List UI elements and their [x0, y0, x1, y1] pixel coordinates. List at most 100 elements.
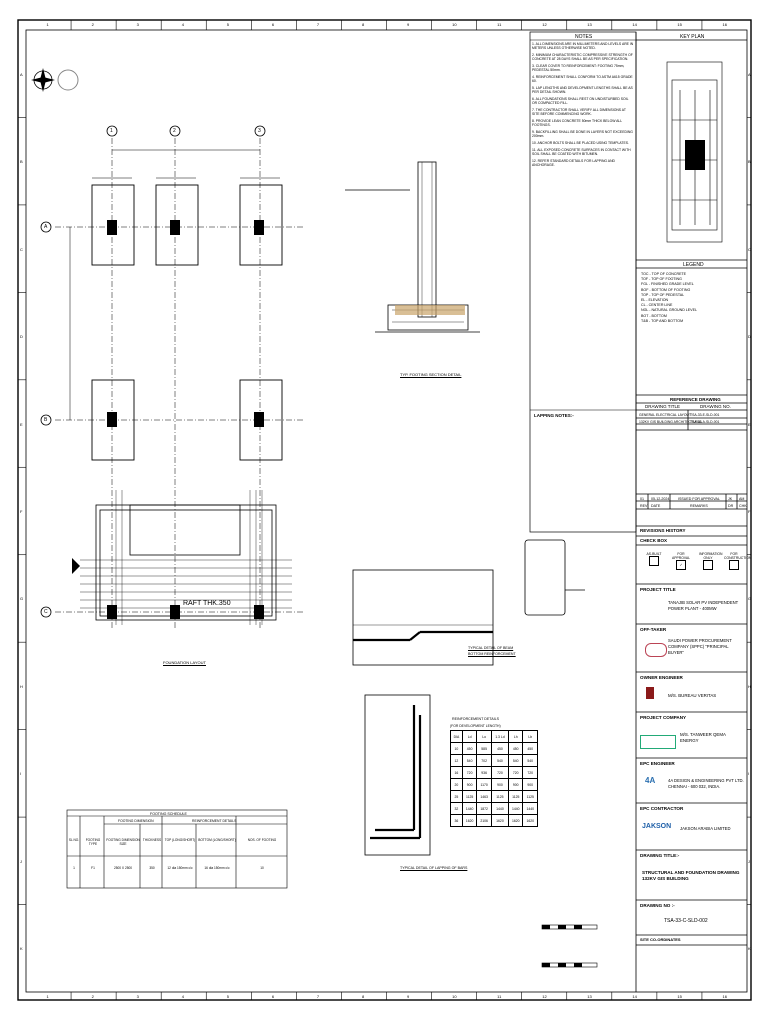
footing-cell: 10 — [260, 866, 264, 870]
lap-cell: 1620 — [522, 814, 538, 827]
key-plan-title: KEY PLAN — [680, 34, 705, 40]
border-number: 16 — [722, 22, 727, 27]
footing-cell: F1 — [91, 866, 95, 870]
drawing-no-value: TSA-33-C-SLD-002 — [664, 918, 708, 924]
lap-cell: 1125 — [490, 790, 509, 803]
grid-bubble-a: A — [44, 224, 48, 230]
rev-h-no: REV — [640, 504, 648, 508]
lap-cell: 20 — [450, 778, 463, 791]
4a-logo-icon: 4A — [645, 776, 656, 785]
footing-group1: FOOTING DIMENSION — [118, 819, 154, 823]
check-for-construction[interactable]: FOR CONSTRUCTION — [724, 552, 751, 571]
border-number: 15 — [677, 22, 682, 27]
border-letter: H — [20, 683, 23, 689]
lap-cell: 32 — [450, 802, 463, 815]
border-letter: B — [20, 159, 23, 165]
border-number: 5 — [226, 994, 230, 999]
lap-cell: 450 — [461, 742, 478, 755]
legend-item: TOC - TOP OF CONCRETE — [641, 272, 687, 276]
lap-cell: 25 — [450, 790, 463, 803]
grid-bubble-2: 2 — [173, 128, 176, 134]
reference-title: REFERENCE DRAWING — [670, 397, 721, 402]
rev-no: 01 — [640, 497, 644, 501]
border-letter: J — [20, 858, 22, 864]
lap-cell: 936 — [476, 766, 492, 779]
border-number: 9 — [407, 994, 410, 999]
lap-cell: 720 — [508, 766, 524, 779]
raft-label: RAFT THK.350 — [183, 600, 231, 607]
lap-cell: 720 — [461, 766, 478, 779]
border-letter: B — [748, 159, 751, 165]
lap-header: 1.3 Ld — [490, 730, 509, 743]
lap-cell: 702 — [476, 754, 492, 767]
border-number: 8 — [361, 994, 365, 999]
owner-engineer-label: OWNER ENGINEER — [640, 675, 683, 680]
note-item: 5. LAP LENGTHS AND DEVELOPMENT LENGTHS S… — [532, 86, 633, 95]
lap-cell: 900 — [490, 778, 509, 791]
border-letter: J — [748, 858, 750, 864]
note-item: 9. BACKFILLING SHALL BE DONE IN LAYERS N… — [532, 130, 633, 139]
lapping-notes-title: LAPPING NOTES:- — [534, 413, 574, 418]
rev-h-remarks: REMARKS — [690, 504, 708, 508]
border-number: 4 — [181, 22, 184, 27]
border-number: 12 — [542, 22, 547, 27]
border-letter: I — [748, 771, 750, 777]
footing-header: BOTTOM (LONG/SHORT) — [198, 838, 236, 842]
lap-cell: 720 — [490, 766, 509, 779]
check-for-approval[interactable]: FOR APPROVAL✓ — [672, 552, 690, 570]
lap-cell: 1125 — [461, 790, 478, 803]
border-letter: C — [20, 246, 23, 252]
border-number: 13 — [587, 22, 592, 27]
footing-header: FOOTING DIMENSION SIZE — [106, 838, 140, 846]
border-number: 16 — [722, 994, 727, 999]
footing-cell: 350 — [149, 866, 155, 870]
lap-table-subtitle: (FOR DEVELOPMENT LENGTH) — [450, 724, 501, 728]
reference-row1-title: GENERAL ELECTRICAL LAYOUT — [639, 413, 692, 417]
drawing-no-label: DRAWING NO :- — [640, 903, 675, 908]
lap-cell: 10 — [450, 742, 463, 755]
border-number: 1 — [46, 994, 49, 999]
reference-row1-no: TSA-33-E-SLD-001 — [690, 413, 720, 417]
lap-cell: 900 — [522, 778, 538, 791]
border-number: 10 — [452, 22, 457, 27]
legend-item: NGL - NATURAL GROUND LEVEL — [641, 308, 697, 313]
note-item: 11. ALL EXPOSED CONCRETE SURFACES IN CON… — [532, 147, 631, 156]
reference-row2-no: TSA-33-A-SLD-001 — [690, 420, 720, 424]
legend-title: LEGEND — [683, 262, 704, 268]
north-arrow-icon — [31, 68, 79, 92]
rev-date: 05-12-2024 — [651, 497, 670, 501]
site-coordinates-label: SITE CO-ORDINATES — [640, 937, 681, 942]
border-number: 6 — [271, 994, 275, 999]
check-information[interactable]: INFORMATION ONLY — [699, 552, 722, 571]
check-as-built[interactable]: AS-BUILT — [645, 552, 663, 567]
footing-cell: 12 dia 150mm c/c — [167, 866, 193, 870]
border-number: 15 — [677, 994, 682, 999]
lap-cell: 540 — [461, 754, 478, 767]
border-number: 1 — [46, 22, 49, 27]
lap-cell: 2106 — [476, 814, 492, 827]
rev-h-chk: CHK — [739, 504, 747, 508]
lap-header: DIA — [450, 730, 463, 743]
note-item: 10. ANCHOR BOLTS SHALL BE PLACED USING T… — [532, 141, 629, 145]
border-number: 8 — [361, 22, 365, 27]
rev-dr: JK — [728, 497, 733, 501]
lap-header: Ld — [461, 730, 478, 743]
note-item: 3. CLEAR COVER TO REINFORCEMENT: FOOTING… — [532, 64, 625, 73]
border-number: 11 — [497, 994, 502, 999]
reference-row2-title: 132KV GIS BUILDING ARCHITECTURAL — [639, 420, 703, 424]
border-number: 2 — [91, 22, 94, 27]
revisions-history: REVISIONS HISTORY — [640, 528, 686, 533]
legend-item: CL - CENTER LINE — [641, 303, 673, 308]
project-company-logo-icon — [640, 735, 676, 749]
lap-cell: 900 — [461, 778, 478, 791]
note-item: 7. THE CONTRACTOR SHALL VERIFY ALL DIMEN… — [532, 108, 626, 117]
reference-col1: DRAWING TITLE — [645, 404, 681, 409]
border-number: 7 — [316, 22, 320, 27]
footing-header: THICKNESS — [142, 838, 162, 842]
lap-header: Lb — [522, 730, 538, 743]
lap-cell: 1440 — [522, 802, 538, 815]
lap-cell: 1440 — [490, 802, 509, 815]
